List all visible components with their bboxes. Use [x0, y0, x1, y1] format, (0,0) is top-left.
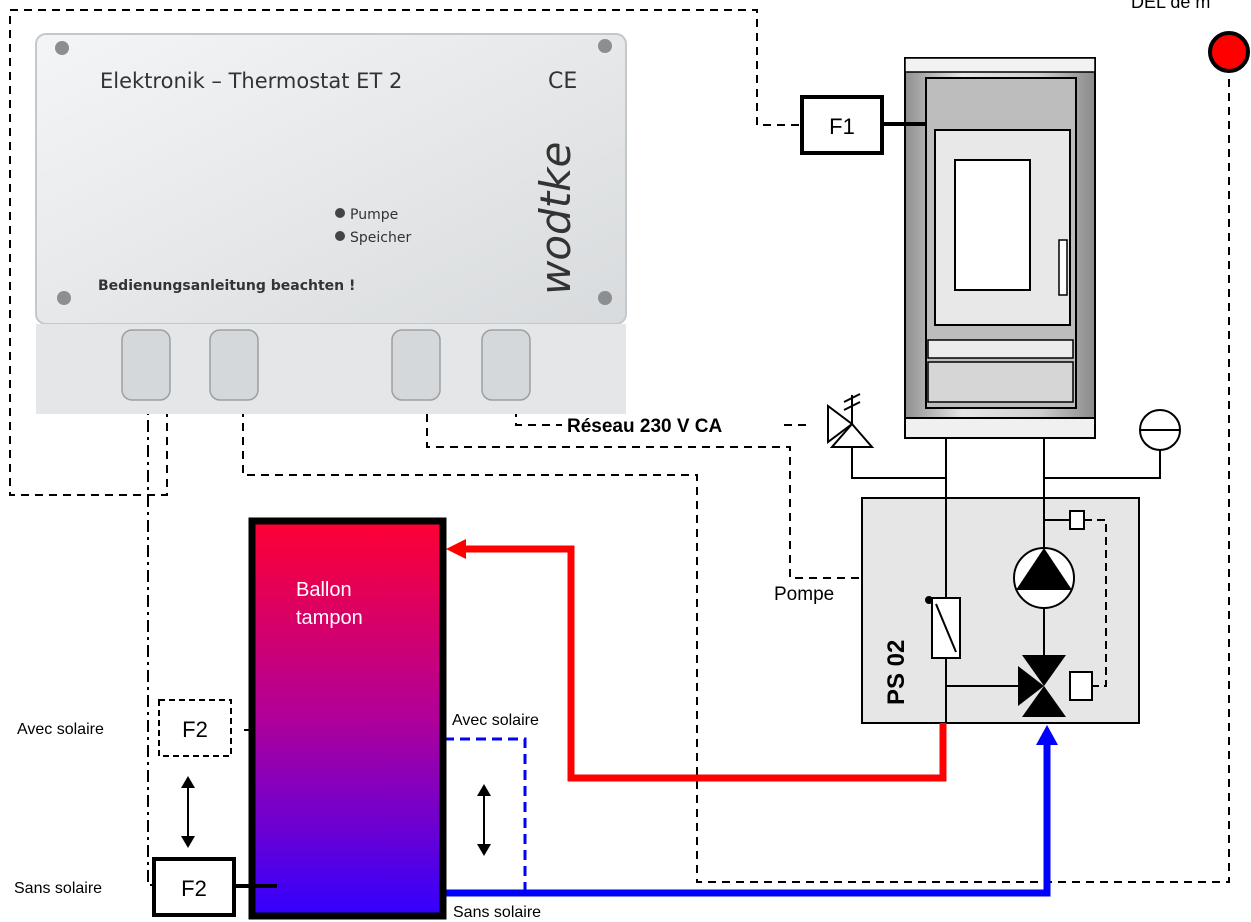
sensor-f2-solar-label: F2 — [182, 717, 208, 742]
with-solar-left-label: Avec solaire — [17, 721, 104, 738]
thermometer-icon — [1069, 510, 1085, 530]
wire-f1 — [9, 9, 800, 496]
screw-icon — [598, 39, 612, 53]
sensor-f2-solar — [158, 699, 232, 757]
buffer-tank — [248, 517, 447, 920]
double-arrow-icon — [181, 776, 195, 848]
stove-top — [904, 57, 1096, 73]
pump-label: Pompe — [774, 584, 834, 605]
thermostat-notice: Bedienungsanleitung beachten ! — [98, 278, 355, 294]
tank-label-line2: tampon — [296, 607, 363, 629]
flow-meter-needle — [935, 603, 957, 653]
pump-station: PS 02 — [861, 497, 1140, 724]
led-storage-icon — [335, 231, 345, 241]
brand-logo: wodtke — [531, 142, 580, 295]
led-label: DEL de m — [1131, 0, 1210, 12]
pump-station-label: PS 02 — [883, 640, 910, 705]
double-arrow-icon — [477, 784, 491, 856]
cold-return-arrow-icon — [1036, 725, 1058, 745]
sensor-f2-no-solar-label: F2 — [181, 876, 207, 901]
stove-base — [904, 417, 1096, 439]
cable-gland-icon — [121, 329, 171, 401]
hot-flow-arrow-icon — [446, 539, 466, 559]
sensor-f1 — [800, 95, 884, 155]
screw-icon — [55, 41, 69, 55]
screw-icon — [598, 291, 612, 305]
safety-valve-icon — [827, 393, 875, 448]
mixing-valve-top — [1022, 655, 1066, 686]
wire-f2 — [147, 395, 160, 886]
tank-label-line1: Ballon — [296, 579, 352, 601]
pump-arrow-icon — [1016, 548, 1072, 590]
stove-window — [954, 159, 1031, 291]
thermostat-title: Elektronik – Thermostat ET 2 — [100, 69, 402, 93]
thermostat-unit: Elektronik – Thermostat ET 2 CE wodtke P… — [35, 33, 627, 414]
without-solar-right-label: Sans solaire — [453, 904, 541, 921]
pipe-safety-valve — [851, 447, 946, 479]
led-indicator-icon — [1208, 31, 1250, 73]
stove-handle — [1058, 239, 1068, 296]
stove-band — [927, 339, 1074, 359]
mixing-valve-icon — [1018, 666, 1044, 706]
pipe-expansion — [1044, 450, 1161, 479]
wire-pump — [426, 400, 1010, 579]
stove — [904, 57, 1096, 439]
solar-return-option — [444, 737, 527, 893]
hot-flow-line — [456, 545, 947, 782]
led-pump-label: Pumpe — [350, 207, 398, 223]
with-solar-right-label: Avec solaire — [452, 712, 539, 729]
without-solar-left-label: Sans solaire — [14, 880, 102, 897]
flow-meter-pivot — [925, 596, 933, 604]
sensor-f1-label: F1 — [829, 114, 855, 139]
cable-gland-icon — [391, 329, 441, 401]
led-storage-label: Speicher — [350, 230, 411, 246]
mains-label: Réseau 230 V CA — [567, 416, 723, 437]
wire-mains — [515, 395, 562, 426]
ce-mark: CE — [548, 69, 577, 94]
valve-actuator-icon — [1069, 671, 1093, 701]
cable-gland-icon — [209, 329, 259, 401]
control-line — [1084, 519, 1107, 687]
screw-icon — [57, 291, 71, 305]
mixing-valve-bottom — [1022, 686, 1066, 717]
led-pump-icon — [335, 208, 345, 218]
stove-ash-drawer — [927, 361, 1074, 403]
piping — [851, 438, 1161, 498]
cold-return-line — [444, 745, 1051, 897]
cable-gland-icon — [481, 329, 531, 401]
